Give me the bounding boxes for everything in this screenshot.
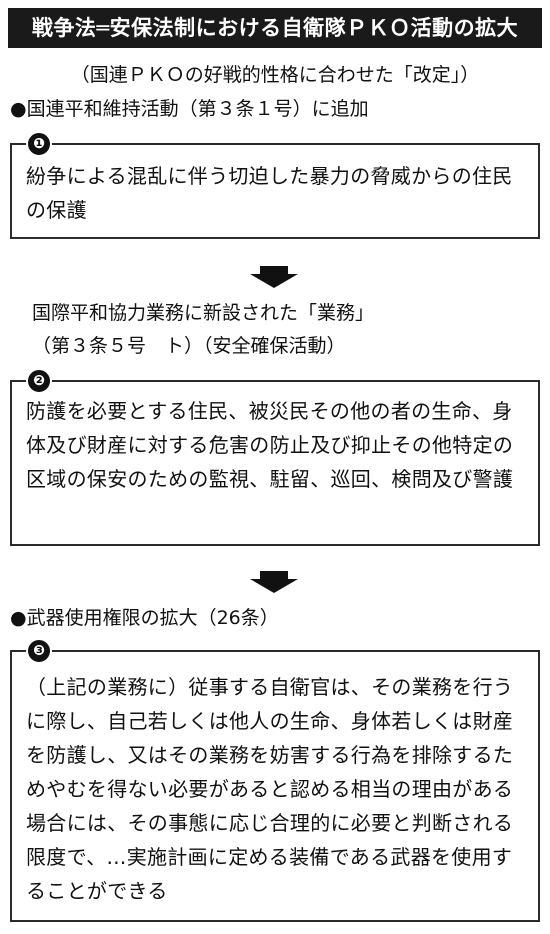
section1-text: 紛争による混乱に伴う切迫した暴力の脅威からの住民の保護 — [26, 164, 513, 222]
number-badge-1: ❶ — [26, 131, 52, 157]
section3-box: （上記の業務に）従事する自衛官は、その業務を行うに際し、自己若しくは他人の生命、… — [10, 650, 540, 922]
page-subtitle: （国連ＰＫＯの好戦的性格に合わせた「改定」） — [70, 64, 480, 86]
section2-heading-line2: （第３条５号 ト）（安全確保活動） — [32, 335, 346, 357]
section1-heading: ●国連平和維持活動（第３条１号）に追加 — [10, 98, 369, 120]
page-title: 戦争法═安保法制における自衛隊ＰＫＯ活動の拡大 — [8, 8, 542, 48]
section2-text: 防護を必要とする住民、被災民その他の者の生命、身体及び財産に対する危害の防止及び… — [26, 399, 514, 491]
section1-box: 紛争による混乱に伴う切迫した暴力の脅威からの住民の保護 — [10, 143, 540, 239]
down-arrow-icon — [250, 571, 298, 593]
section3-heading: ●武器使用権限の拡大（26条） — [10, 607, 279, 629]
number-badge-3: ❸ — [26, 638, 52, 664]
section2-heading-line1: 国際平和協力業務に新設された「業務」 — [32, 302, 375, 324]
section3-text: （上記の業務に）従事する自衛官は、その業務を行うに際し、自己若しくは他人の生命、… — [26, 675, 514, 903]
number-badge-2: ❷ — [26, 368, 52, 394]
section2-box: 防護を必要とする住民、被災民その他の者の生命、身体及び財産に対する危害の防止及び… — [10, 380, 540, 546]
down-arrow-icon — [250, 266, 298, 288]
